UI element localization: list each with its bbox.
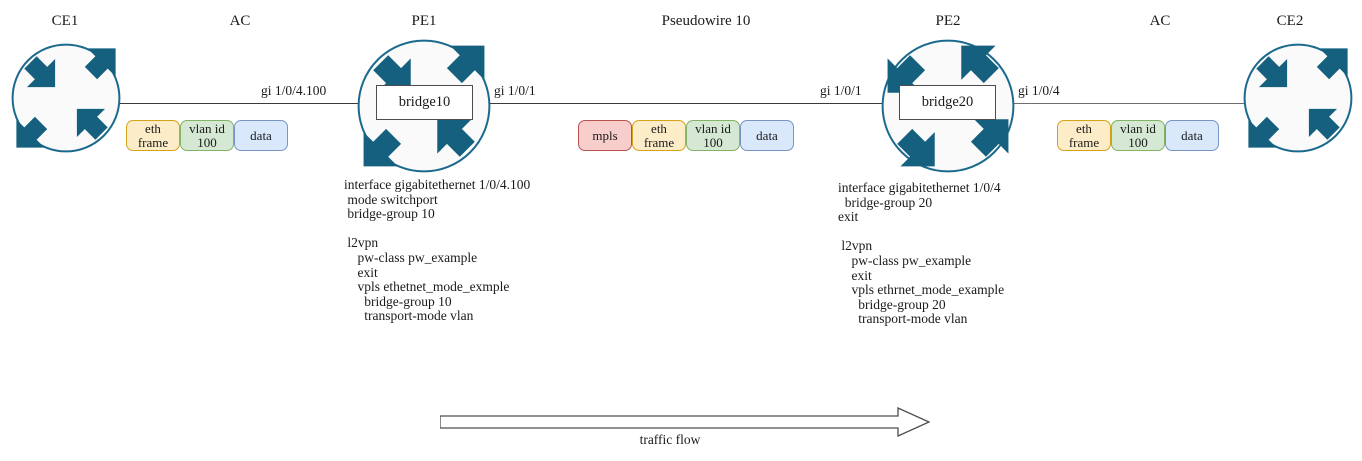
interface-label-gi-1-0-1-pe2: gi 1/0/1 xyxy=(820,83,862,98)
packet-field-vlan-id: vlan id 100 xyxy=(686,120,740,151)
packet-field-eth-frame: eth frame xyxy=(1057,120,1111,151)
packet-field-data: data xyxy=(1165,120,1219,151)
node-label-pseudowire: Pseudowire 10 xyxy=(661,13,751,29)
packet-field-mpls: mpls xyxy=(578,120,632,151)
router-icon-ce2[interactable] xyxy=(1243,43,1353,153)
interface-label-gi-1-0-4-100: gi 1/0/4.100 xyxy=(261,83,327,98)
link-line-ce1-pe1 xyxy=(112,103,367,104)
link-line-pe2-ce2 xyxy=(1008,103,1270,104)
node-label-ce1: CE1 xyxy=(51,13,79,29)
router-icon-ce1[interactable] xyxy=(11,43,121,153)
interface-label-gi-1-0-1-pe1: gi 1/0/1 xyxy=(494,83,536,98)
config-pe1: interface gigabitethernet 1/0/4.100 mode… xyxy=(344,177,531,324)
packet-field-eth-frame: eth frame xyxy=(632,120,686,151)
packet-field-vlan-id: vlan id 100 xyxy=(180,120,234,151)
traffic-flow-arrow xyxy=(439,406,931,442)
config-pe2: interface gigabitethernet 1/0/4 bridge-g… xyxy=(838,180,1005,327)
bridge-box-bridge20: bridge20 xyxy=(899,85,996,120)
node-label-pe2: PE2 xyxy=(935,13,961,29)
node-label-ac-left: AC xyxy=(229,13,251,29)
link-line-pe1-pe2 xyxy=(490,103,885,104)
packet-field-eth-frame: eth frame xyxy=(126,120,180,151)
packet-field-vlan-id: vlan id 100 xyxy=(1111,120,1165,151)
traffic-flow-label: traffic flow xyxy=(639,432,701,447)
interface-label-gi-1-0-4: gi 1/0/4 xyxy=(1018,83,1060,98)
node-label-ce2: CE2 xyxy=(1276,13,1304,29)
node-label-pe1: PE1 xyxy=(411,13,437,29)
packet-field-data: data xyxy=(234,120,288,151)
node-label-ac-right: AC xyxy=(1149,13,1171,29)
bridge-box-bridge10: bridge10 xyxy=(376,85,473,120)
packet-field-data: data xyxy=(740,120,794,151)
